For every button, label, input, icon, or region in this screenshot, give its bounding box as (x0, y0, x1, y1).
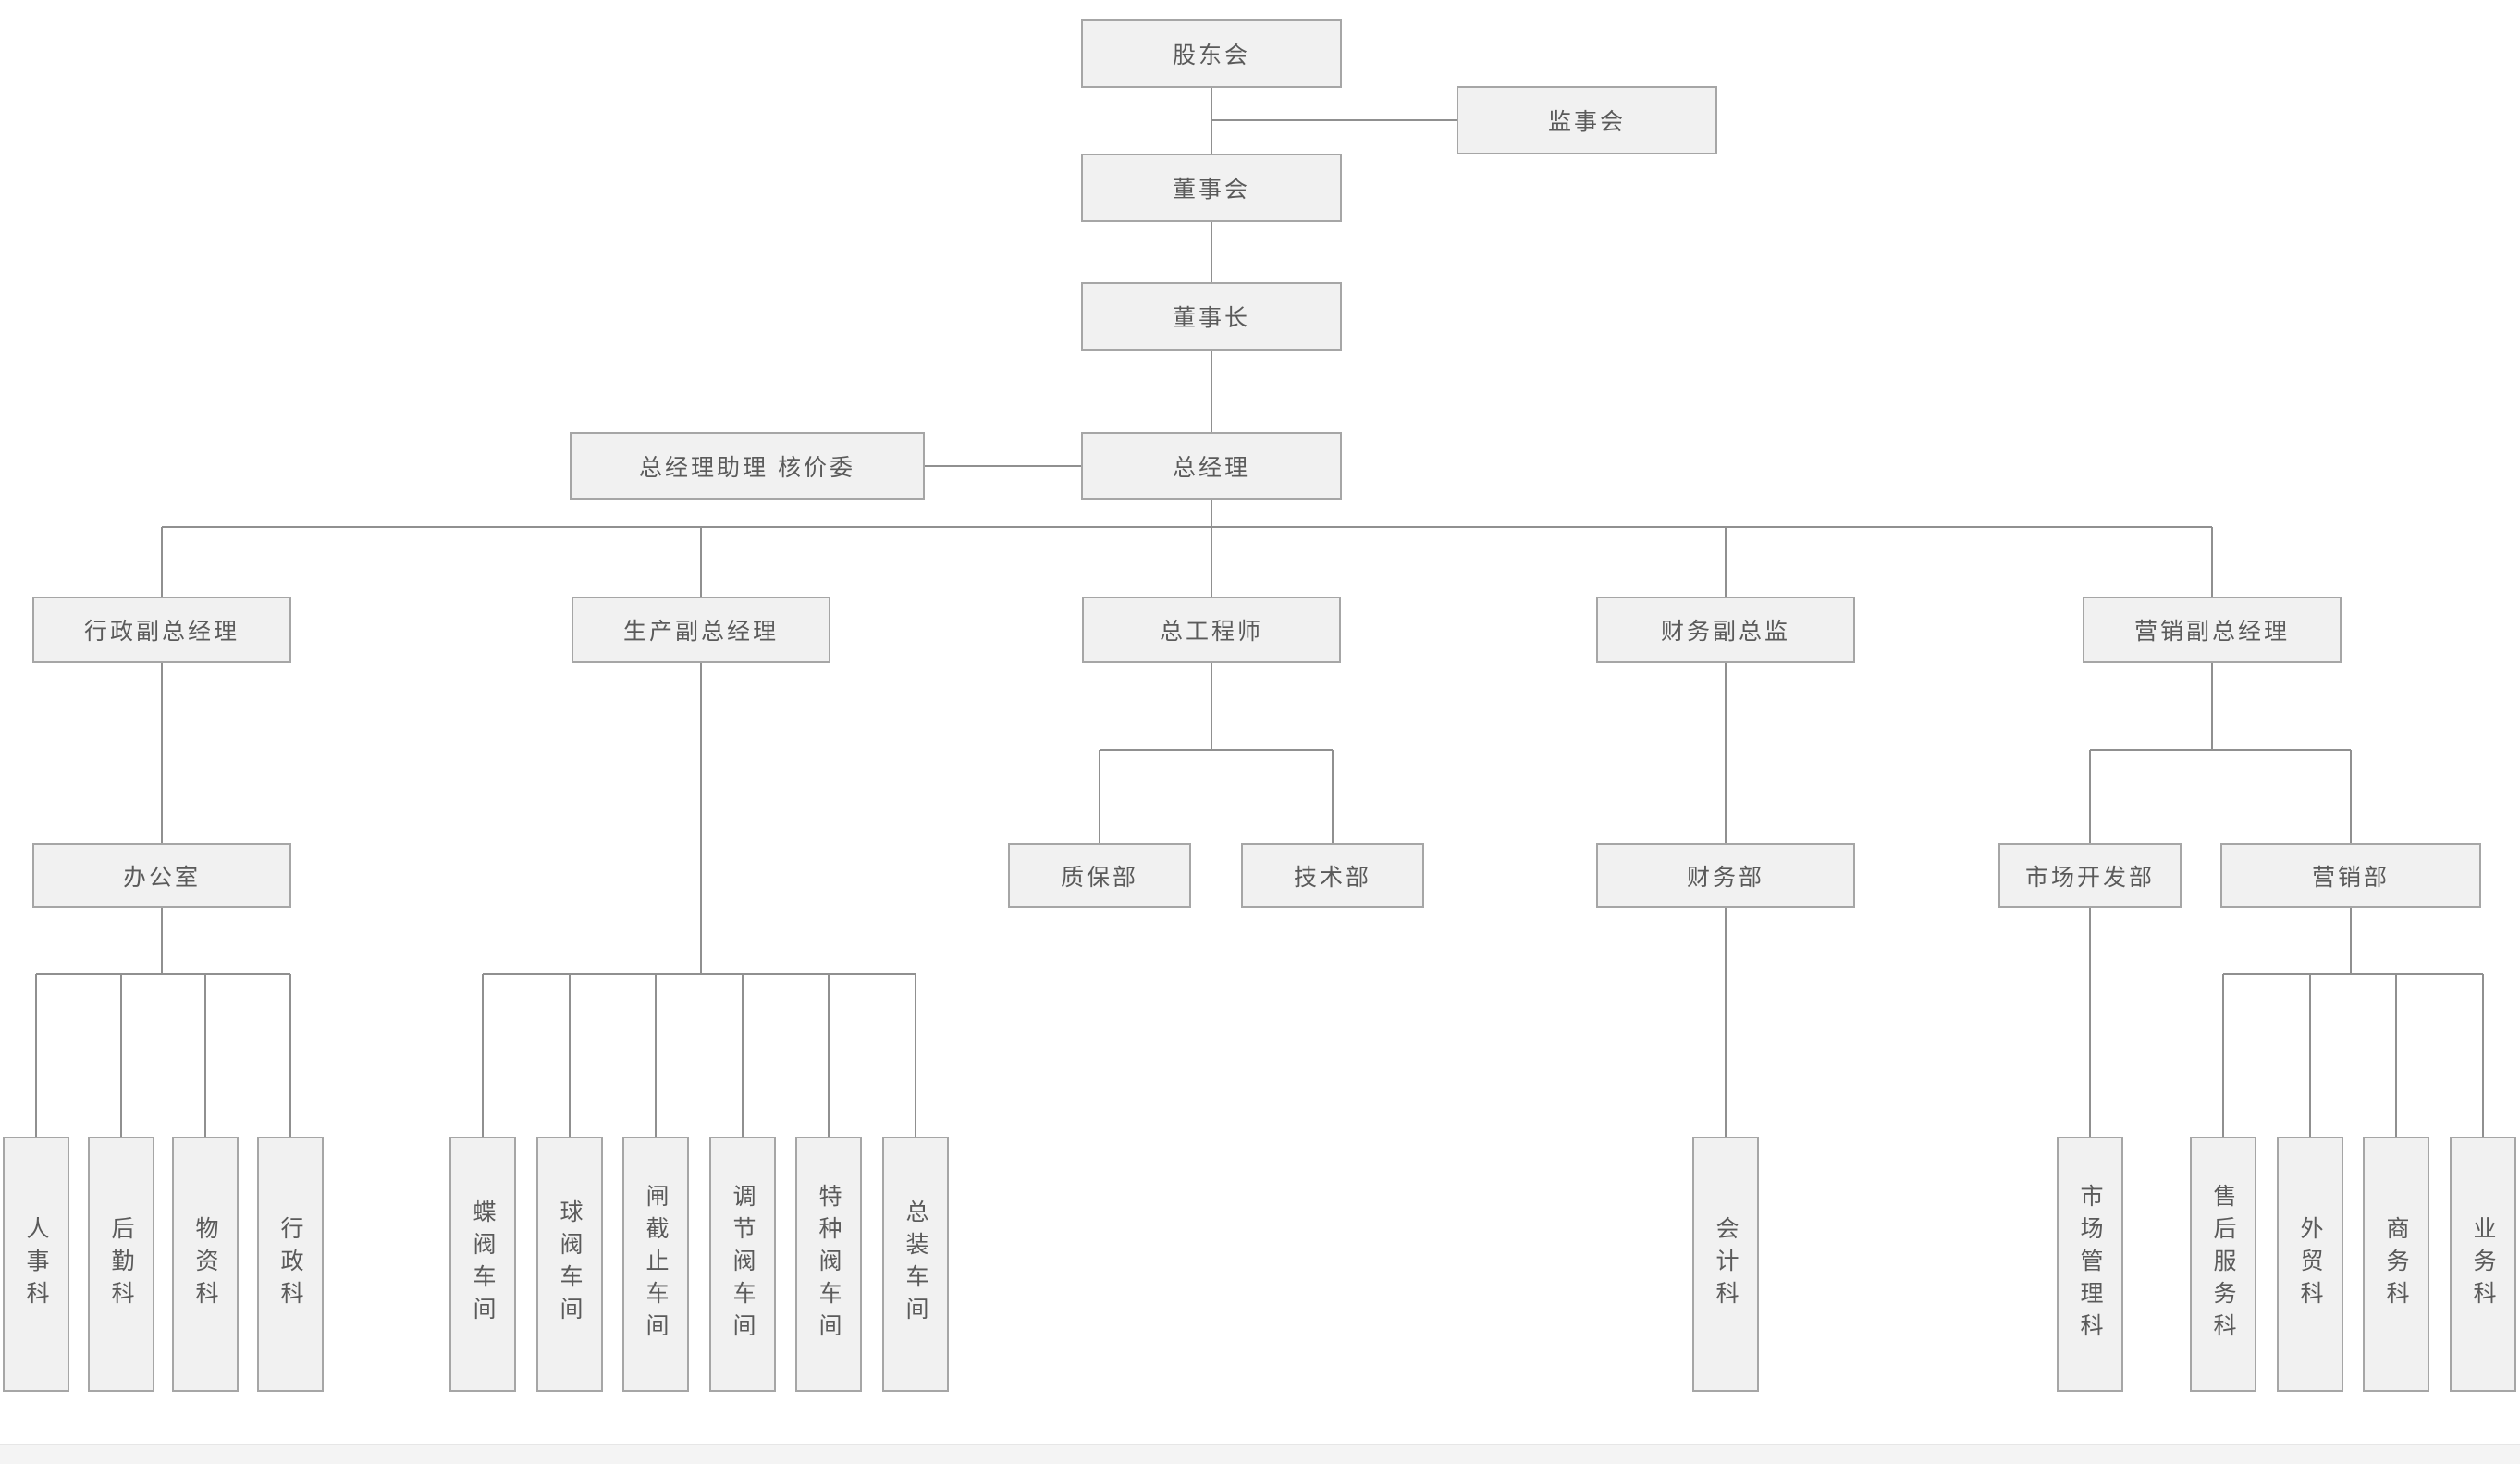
node-assembly-workshop[interactable]: 总装车间 (882, 1137, 949, 1392)
node-special-valve-workshop[interactable]: 特种阀车间 (795, 1137, 862, 1392)
node-market-dev-dept[interactable]: 市场开发部 (1998, 843, 2182, 908)
node-admin-deputy-gm[interactable]: 行政副总经理 (32, 597, 291, 663)
connector-engineer-branch (1099, 663, 1334, 843)
node-board-of-directors[interactable]: 董事会 (1081, 154, 1342, 222)
node-foreign-trade-section[interactable]: 外贸科 (2277, 1137, 2343, 1392)
node-marketing-deputy-gm[interactable]: 营销副总经理 (2083, 597, 2342, 663)
connector-gm-to-level1 (161, 500, 2213, 597)
node-admin-section[interactable]: 行政科 (257, 1137, 324, 1392)
node-shareholders[interactable]: 股东会 (1081, 19, 1342, 88)
node-business-section[interactable]: 业务科 (2450, 1137, 2516, 1392)
node-finance-dept[interactable]: 财务部 (1596, 843, 1855, 908)
node-after-sales-section[interactable]: 售后服务科 (2190, 1137, 2256, 1392)
node-technology-dept[interactable]: 技术部 (1241, 843, 1424, 908)
node-hr-section[interactable]: 人事科 (3, 1137, 69, 1392)
node-ball-valve-workshop[interactable]: 球阀车间 (536, 1137, 603, 1392)
node-finance-deputy-director[interactable]: 财务副总监 (1596, 597, 1855, 663)
node-supervisory-board[interactable]: 监事会 (1457, 86, 1717, 154)
node-logistics-section[interactable]: 后勤科 (88, 1137, 154, 1392)
node-marketing-dept[interactable]: 营销部 (2220, 843, 2481, 908)
node-materials-section[interactable]: 物资科 (172, 1137, 239, 1392)
node-gate-globe-workshop[interactable]: 闸截止车间 (622, 1137, 689, 1392)
node-gm-assistant[interactable]: 总经理助理 核价委 (570, 432, 925, 500)
node-general-manager[interactable]: 总经理 (1081, 432, 1342, 500)
node-butterfly-valve-workshop[interactable]: 蝶阀车间 (449, 1137, 516, 1392)
node-office[interactable]: 办公室 (32, 843, 291, 908)
node-chief-engineer[interactable]: 总工程师 (1082, 597, 1341, 663)
node-regulating-valve-workshop[interactable]: 调节阀车间 (709, 1137, 776, 1392)
node-market-mgmt-section[interactable]: 市场管理科 (2057, 1137, 2123, 1392)
canvas-bottom-edge (0, 1444, 2520, 1464)
node-production-deputy-gm[interactable]: 生产副总经理 (572, 597, 830, 663)
node-chairman[interactable]: 董事长 (1081, 282, 1342, 351)
node-commerce-section[interactable]: 商务科 (2363, 1137, 2429, 1392)
node-quality-dept[interactable]: 质保部 (1008, 843, 1191, 908)
node-accounting-section[interactable]: 会计科 (1692, 1137, 1759, 1392)
connector-production-branch (482, 663, 916, 1137)
